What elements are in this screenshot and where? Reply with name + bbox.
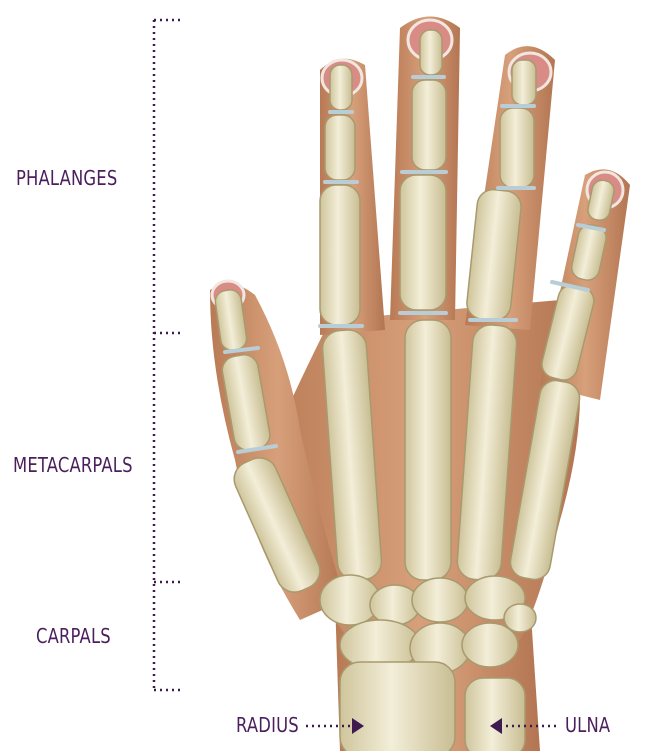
capitate — [412, 578, 468, 622]
middle-distal-phalanx — [420, 30, 442, 75]
ring-distal-phalanx — [512, 60, 536, 105]
metacarpals-label: METACARPALS — [13, 453, 133, 477]
region-bracket — [154, 20, 182, 690]
radius-bone — [340, 662, 455, 751]
phalanges-label: PHALANGES — [16, 166, 117, 190]
ulna-bone — [465, 678, 525, 751]
index-distal-phalanx — [330, 65, 352, 110]
middle-metacarpal — [405, 320, 451, 580]
index-middle-phalanx — [325, 115, 355, 180]
index-proximal-phalanx — [320, 185, 360, 325]
carpals-label: CARPALS — [36, 624, 111, 648]
triquetrum — [462, 623, 518, 667]
ulna-label: ULNA — [565, 713, 610, 737]
middle-proximal-phalanx — [400, 175, 446, 310]
ring-middle-phalanx — [500, 108, 534, 188]
pisiform — [504, 604, 536, 632]
middle-middle-phalanx — [412, 80, 446, 170]
radius-arrow — [306, 718, 364, 734]
radius-label: RADIUS — [236, 713, 299, 737]
